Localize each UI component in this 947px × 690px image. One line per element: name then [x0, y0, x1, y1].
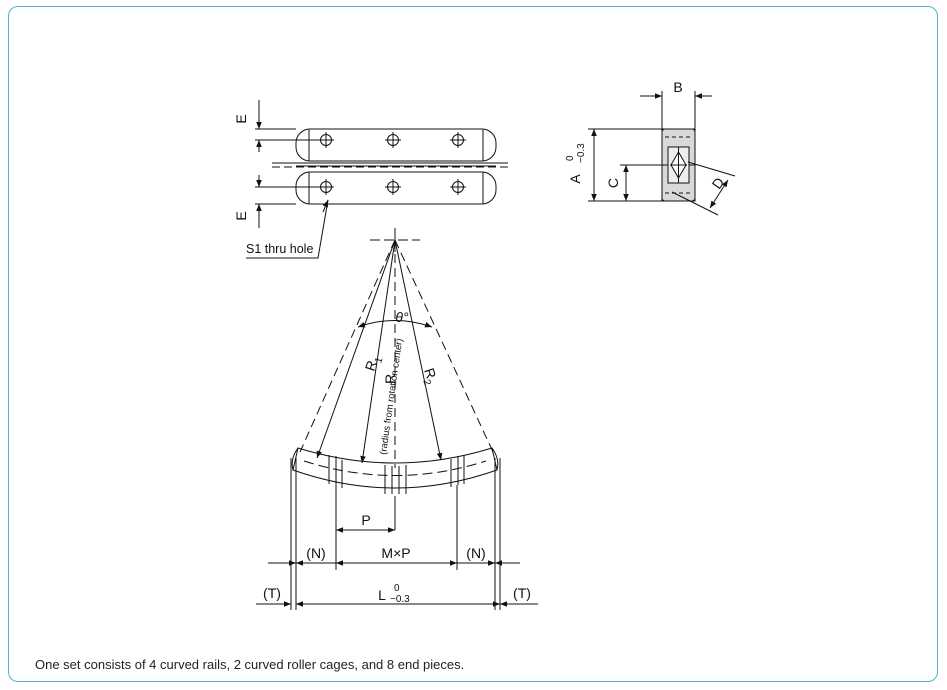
label-R1: R: [362, 358, 380, 373]
diagram-frame: [8, 6, 938, 682]
label-A-tol-lower: −0.3: [576, 143, 587, 163]
label-E-top: E: [233, 114, 249, 123]
label-B: B: [673, 79, 682, 95]
label-R2-sub: 2: [420, 378, 432, 387]
label-D: D: [708, 174, 727, 191]
label-N-left: (N): [306, 545, 325, 561]
label-A-tol-upper: 0: [565, 155, 576, 161]
top-view: [246, 100, 508, 259]
labels: E E S1 thru hole B A 0 −0.3 C D θ° R 1 R…: [233, 79, 727, 605]
lower-rail: [295, 171, 497, 205]
label-theta: θ°: [395, 309, 409, 325]
caption: One set consists of 4 curved rails, 2 cu…: [35, 657, 465, 672]
mounting-holes: [318, 132, 466, 195]
label-T-left: (T): [263, 585, 281, 601]
label-A: A: [567, 174, 583, 184]
label-N-right: (N): [466, 545, 485, 561]
label-L-tol-upper: 0: [394, 583, 400, 594]
label-T-right: (T): [513, 585, 531, 601]
label-S1: S1 thru hole: [246, 242, 313, 256]
label-R: R: [382, 374, 398, 384]
label-R-note: (radius from rotation center): [378, 338, 405, 456]
label-L: L: [378, 587, 386, 603]
label-E-bottom: E: [233, 211, 249, 220]
curved-view: [256, 228, 538, 610]
section-view: [588, 91, 736, 216]
label-P: P: [361, 512, 370, 528]
label-R1-sub: 1: [373, 356, 385, 365]
label-MxP: M×P: [381, 545, 410, 561]
upper-rail: [295, 128, 497, 162]
label-R2: R: [421, 366, 439, 381]
label-L-tol-lower: −0.3: [390, 594, 410, 605]
label-C: C: [605, 178, 621, 188]
